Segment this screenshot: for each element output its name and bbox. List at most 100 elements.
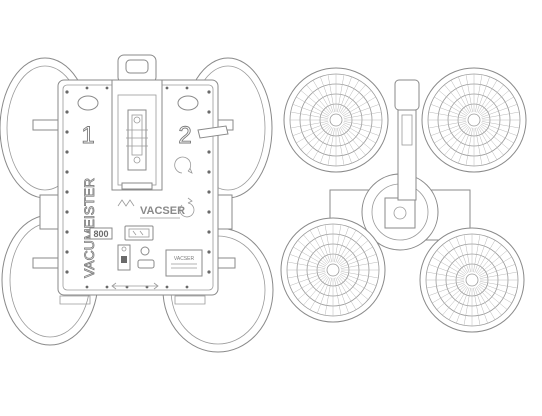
pad-rib: [296, 96, 330, 117]
pad-rib: [309, 230, 330, 264]
pad-rib: [481, 121, 520, 129]
pad-rib: [463, 234, 471, 273]
pad-rib: [340, 272, 377, 286]
pad-rib: [450, 126, 471, 160]
pad-rib: [474, 287, 488, 324]
pad-rib: [477, 250, 508, 276]
pad-rib: [336, 276, 357, 310]
pad-rib: [432, 256, 466, 277]
pad-rib: [481, 111, 520, 119]
pad-rib: [297, 274, 328, 300]
pad-rib: [287, 261, 326, 269]
pad-rib: [334, 224, 342, 263]
pad-rib: [343, 122, 380, 136]
pad-rib: [306, 84, 332, 115]
pad-rib: [337, 127, 345, 166]
pad-rib: [477, 284, 508, 310]
pad-rib: [481, 104, 518, 118]
pad-rib: [297, 240, 328, 266]
pad-rib: [430, 104, 467, 118]
back-view: [280, 67, 527, 333]
pad-rib: [444, 84, 470, 115]
pad-rib: [478, 256, 512, 277]
pad-rib: [303, 234, 329, 265]
pad-rib: [317, 226, 331, 263]
pad-rib: [442, 244, 468, 275]
pad-rib: [428, 121, 467, 129]
pad-rib: [324, 224, 332, 263]
brand-label: VACSER: [140, 205, 185, 217]
pad-rib: [296, 123, 330, 144]
pad-rib: [339, 80, 360, 114]
pad-rib: [337, 74, 345, 113]
direction-arrow-icon: [111, 282, 159, 290]
pad-rib: [473, 234, 481, 273]
pad-rib: [320, 127, 334, 164]
pad-rib: [448, 240, 469, 274]
pad-rib: [342, 123, 376, 144]
pad-rib: [339, 246, 373, 267]
nameplate-label: VACSER: [174, 256, 195, 262]
pad-rib: [335, 277, 349, 314]
control-knobs: [137, 246, 155, 269]
model-name-label: VACUMEISTER: [81, 178, 97, 278]
pad-rib: [293, 246, 327, 267]
pad-rib: [428, 282, 465, 296]
pad-rib: [432, 283, 466, 304]
pad-rib: [342, 96, 376, 117]
brand-logo: VACSER: [117, 199, 185, 219]
pad-rib: [456, 236, 470, 273]
pad-rib: [438, 90, 469, 116]
pad-rib: [479, 271, 518, 279]
pad-rib: [475, 74, 483, 113]
pad-rib: [336, 230, 357, 264]
pad-rib: [476, 127, 490, 164]
pad-rib: [289, 272, 326, 286]
pad-rib: [320, 76, 334, 113]
pad-rib: [343, 121, 382, 129]
pad-rib: [340, 125, 366, 156]
nameplate: VACSER: [165, 249, 203, 277]
pad-rib: [341, 124, 372, 150]
pad-rib: [465, 127, 473, 166]
pad-rib: [476, 244, 502, 275]
pad-rib: [338, 240, 369, 266]
pad-rib: [312, 126, 333, 160]
power-switch: [117, 244, 131, 271]
pad-rib: [426, 281, 465, 289]
pad-rib: [340, 254, 377, 268]
pad-rib: [473, 287, 481, 326]
pad-rib: [324, 277, 332, 316]
pad-rib: [337, 234, 363, 265]
pad-rib: [290, 121, 329, 129]
pad-rib: [327, 127, 335, 166]
pad-rib: [312, 80, 333, 114]
pad-rib: [479, 282, 516, 296]
pad-rib: [338, 127, 352, 164]
pad-rib: [335, 226, 349, 263]
pad-rib: [458, 76, 472, 113]
pad-rib: [475, 286, 496, 320]
pad-rib: [444, 125, 470, 156]
pad-rib: [340, 84, 366, 115]
digit-two-label: 2: [178, 122, 191, 149]
capacity-label: 800: [93, 229, 108, 239]
pad-rib: [434, 96, 468, 117]
pad-rib: [309, 276, 330, 310]
front-view: 1 2 VACUMEISTER VACSER 800: [0, 54, 274, 353]
pad-rib: [289, 254, 326, 268]
pad-rib: [339, 273, 373, 294]
pad-rib: [436, 284, 467, 310]
pad-rib: [303, 275, 329, 306]
pad-rib: [458, 127, 472, 164]
front-handle-column: [111, 54, 163, 191]
pad-rib: [428, 111, 467, 119]
pad-rib: [474, 236, 488, 273]
vacuum-gauge: [124, 225, 154, 241]
rotation-arrow-icon: [174, 156, 195, 218]
pad-rib: [448, 286, 469, 320]
pad-rib: [478, 125, 504, 156]
pad-rib: [478, 84, 504, 115]
pad-rib: [438, 124, 469, 150]
